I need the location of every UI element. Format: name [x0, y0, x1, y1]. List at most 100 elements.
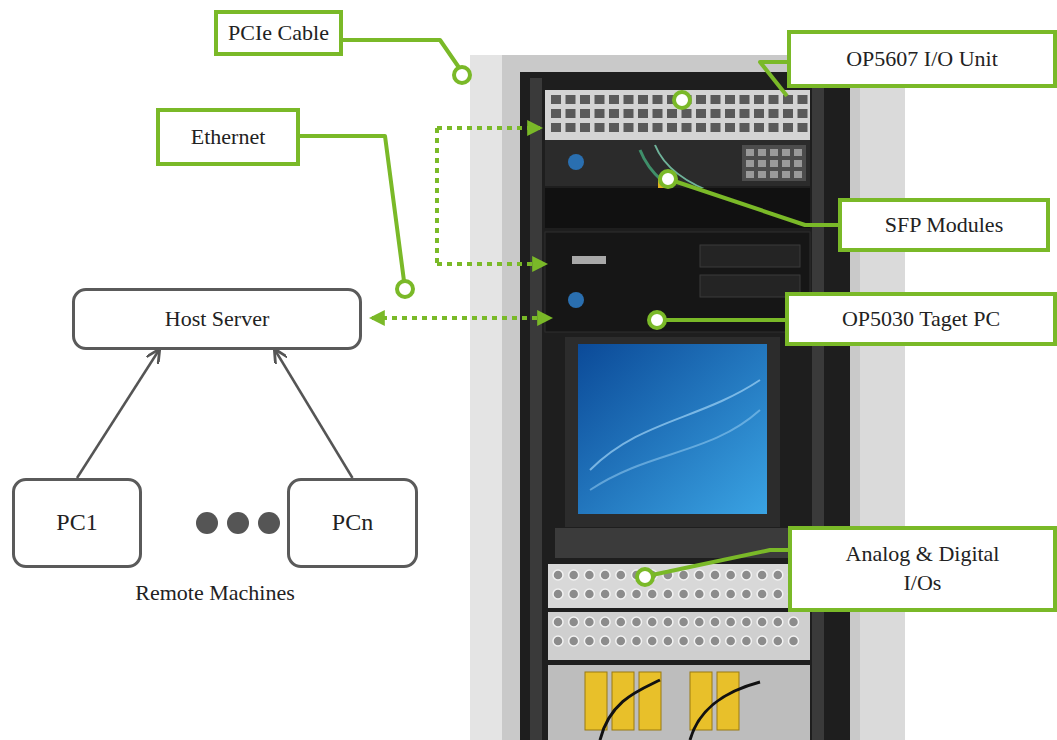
io-port [638, 95, 648, 104]
cabinet-inside [520, 72, 850, 740]
bnc-jack [584, 617, 594, 627]
screen-graphic [590, 410, 760, 490]
io-port [740, 123, 750, 132]
io-port [798, 123, 808, 132]
io-port [770, 171, 778, 178]
io-module [717, 672, 739, 730]
io-port [638, 123, 648, 132]
node-text: OP5030 Taget PC [842, 305, 1000, 334]
io-port [667, 123, 677, 132]
power-button [568, 154, 584, 170]
io-module [585, 672, 607, 730]
io-port [609, 123, 619, 132]
io-port [551, 95, 561, 104]
io-port [667, 109, 677, 118]
pcie-link [437, 126, 540, 130]
io-port [769, 95, 779, 104]
bnc-jack [616, 589, 626, 599]
io-port [653, 123, 663, 132]
rack-rail [812, 78, 824, 740]
bnc-jack [553, 636, 563, 646]
bnc-jack [679, 589, 689, 599]
node-text: Host Server [165, 305, 269, 334]
node-text: Analog & Digital I/Os [833, 540, 1013, 597]
io-port [682, 109, 692, 118]
callout-dot [454, 67, 470, 83]
bnc-jack [679, 636, 689, 646]
monitor-screen [578, 344, 767, 514]
bnc-jack [647, 636, 657, 646]
io-port [696, 109, 706, 118]
io-port [682, 123, 692, 132]
ellipsis-dot [196, 512, 218, 534]
io-port [754, 95, 764, 104]
io-port [794, 171, 802, 178]
callout-dot [674, 92, 690, 108]
pcie-link [435, 128, 439, 264]
bnc-jack [600, 570, 610, 580]
bnc-jack [569, 570, 579, 580]
bnc-jack [694, 589, 704, 599]
bnc-jack [789, 617, 799, 627]
io-port [580, 95, 590, 104]
node-text: PCn [332, 507, 373, 538]
bnc-jack [773, 570, 783, 580]
pc-box: PC1 [12, 478, 142, 568]
name-plate [572, 256, 606, 264]
bnc-jack [569, 636, 579, 646]
io-port [624, 123, 634, 132]
monitor [565, 337, 780, 527]
io-port [551, 109, 561, 118]
bnc-jack [773, 589, 783, 599]
bnc-jack [616, 570, 626, 580]
io-port [624, 109, 634, 118]
bnc-jack [632, 589, 642, 599]
io-unit-ports [545, 90, 810, 140]
io-port [653, 95, 663, 104]
bnc-jack [584, 589, 594, 599]
io-port [711, 123, 721, 132]
cabinet-side [860, 55, 905, 740]
pc-box: PCn [287, 478, 418, 568]
io-port [782, 149, 790, 156]
io-port [566, 95, 576, 104]
io-port [551, 123, 561, 132]
io-port [746, 171, 754, 178]
io-port [794, 160, 802, 167]
callout-box: OP5607 I/O Unit [787, 30, 1057, 88]
bnc-jack [584, 636, 594, 646]
bnc-jack [663, 617, 673, 627]
bnc-jack [741, 617, 751, 627]
leader-line [674, 181, 838, 225]
io-port [754, 123, 764, 132]
io-port [711, 95, 721, 104]
callout-dot [637, 569, 653, 585]
bnc-jack [600, 617, 610, 627]
io-port [798, 109, 808, 118]
bnc-jack [553, 617, 563, 627]
bnc-jack [710, 589, 720, 599]
leader-line [665, 318, 785, 322]
io-port [725, 123, 735, 132]
port-panel [742, 145, 806, 181]
bnc-jack [726, 570, 736, 580]
io-port [725, 109, 735, 118]
bnc-jack [679, 570, 689, 580]
io-port [653, 109, 663, 118]
leader-line [760, 62, 787, 96]
callout-dot [649, 312, 665, 328]
ellipsis-dot [227, 512, 249, 534]
leader-line [300, 136, 404, 281]
io-port [783, 123, 793, 132]
bnc-jack [773, 617, 783, 627]
callout-box: Ethernet [156, 108, 300, 166]
io-port [696, 123, 706, 132]
io-port [769, 109, 779, 118]
callout-box: SFP Modules [838, 198, 1050, 252]
callout-dot [397, 281, 413, 297]
node-text: SFP Modules [885, 211, 1003, 240]
io-port [758, 171, 766, 178]
bnc-jack [741, 589, 751, 599]
io-port [711, 109, 721, 118]
callout-box: OP5030 Taget PC [785, 292, 1057, 346]
